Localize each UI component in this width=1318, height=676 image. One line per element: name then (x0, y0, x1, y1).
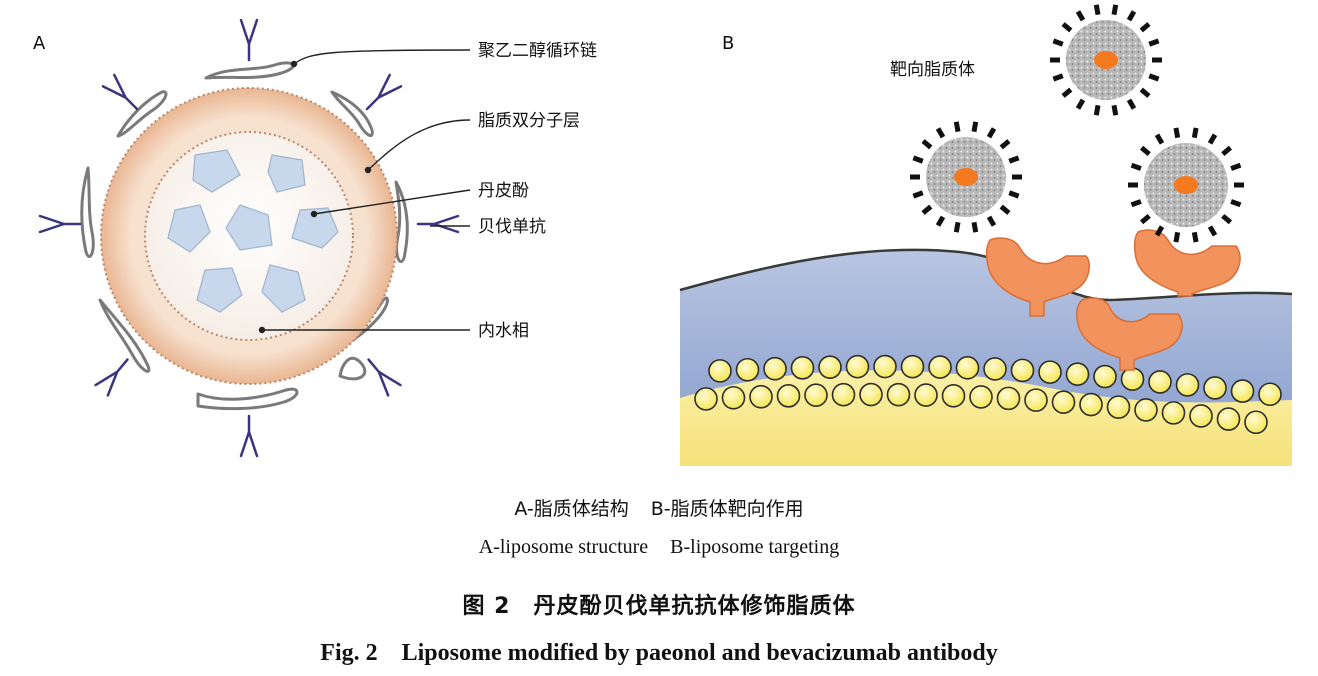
paeonol-molecule (291, 207, 339, 249)
figure-title-zh: 图 2 丹皮酚贝伐单抗抗体修饰脂质体 (462, 594, 856, 619)
lipid-head (804, 383, 828, 407)
targeted-liposome (1128, 127, 1244, 243)
lipid-head (1093, 364, 1117, 389)
lipid-head (914, 383, 938, 407)
label-paeonol: 丹皮酚 (478, 181, 529, 201)
lipid-head (831, 382, 856, 407)
lipid-head (790, 356, 815, 380)
lipid-head (735, 357, 760, 382)
lipid-head (694, 387, 718, 411)
lipid-heads (694, 354, 1282, 435)
targeted-liposomes (910, 4, 1244, 243)
antibody-icon (367, 358, 402, 397)
lipid-head (776, 384, 801, 408)
lipid-head (1120, 367, 1145, 391)
targeted-liposome (1050, 4, 1162, 116)
lipid-head (1258, 382, 1282, 407)
lipid-head (1189, 404, 1213, 428)
label-inner-water-phase: 内水相 (478, 321, 529, 341)
lipid-head (928, 355, 952, 379)
lipid-head (1065, 362, 1090, 386)
paeonol-molecule (225, 204, 273, 251)
paeonol-molecule (192, 149, 241, 193)
lipid-head (1148, 370, 1172, 394)
caption-zh-a: A-脂质体结构 (514, 498, 629, 520)
antibody-icon (94, 358, 129, 397)
lipid-head (1024, 388, 1048, 412)
figure-title-en: Fig. 2 Liposome modified by paeonol and … (320, 640, 998, 666)
receptor (985, 237, 1091, 317)
panel-caption-zh: A-脂质体结构 B-脂质体靶向作用 (0, 494, 1318, 521)
lipid-head (1134, 398, 1158, 422)
panel-b: B 靶向脂质体 (679, 4, 1293, 466)
lipid-head (845, 354, 870, 379)
panel-a-letter: A (33, 33, 46, 54)
antibody-icon (239, 414, 259, 458)
caption-en-a: A-liposome structure (478, 536, 649, 558)
lipid-head (1038, 360, 1062, 384)
antibody-icon (239, 18, 259, 62)
targeted-liposome (910, 121, 1022, 233)
lipid-head (886, 382, 911, 407)
lipid-head (983, 357, 1007, 381)
receptors (985, 229, 1241, 371)
bevacizumab-antibodies (38, 18, 460, 458)
label-bevacizumab: 贝伐单抗 (478, 217, 546, 237)
lipid-head (996, 386, 1021, 411)
label-targeted-liposome: 靶向脂质体 (890, 60, 975, 80)
lipid-head (1230, 379, 1255, 403)
lipid-head (763, 356, 787, 381)
lipid-head (1106, 395, 1131, 419)
paeonol-molecule (261, 264, 306, 313)
leader-lines (258, 49, 471, 334)
antibody-icon (365, 73, 403, 111)
label-peg-chain: 聚乙二醇循环链 (478, 41, 597, 61)
lipid-head (1244, 410, 1268, 435)
panel-caption-en: A-liposome structure B-liposome targeting (0, 536, 1318, 559)
antibody-icon (101, 73, 139, 111)
lipid-head (873, 354, 897, 379)
paeonol-molecule (167, 204, 211, 253)
caption-en-b: B-liposome targeting (670, 536, 840, 558)
lipid-head (749, 384, 773, 409)
paeonol-molecule (267, 154, 306, 193)
lipid-head (1079, 392, 1103, 417)
lipid-head (969, 385, 993, 409)
lipid-head (900, 354, 925, 379)
lipid-head (1161, 401, 1186, 425)
panel-a: A (33, 18, 597, 458)
panel-b-letter: B (722, 33, 734, 54)
lipid-head (708, 359, 732, 383)
antibody-icon (38, 214, 82, 234)
lipid-head (721, 385, 746, 410)
receptor (1076, 297, 1183, 371)
lipid-head (859, 382, 883, 407)
lipid-head (1203, 376, 1227, 400)
lipid-head (1216, 407, 1241, 431)
paeonol-molecules (167, 149, 339, 313)
receptor (1133, 229, 1241, 297)
lipid-head (941, 384, 966, 408)
paeonol-molecule (196, 267, 243, 313)
lipid-head (1175, 373, 1200, 397)
caption-zh-b: B-脂质体靶向作用 (650, 498, 804, 520)
antibody-icon (416, 214, 460, 234)
lipid-head (1051, 390, 1076, 414)
label-lipid-bilayer: 脂质双分子层 (478, 111, 580, 131)
lipid-head (955, 356, 980, 380)
lipid-head (818, 355, 842, 379)
lipid-head (1010, 358, 1035, 383)
